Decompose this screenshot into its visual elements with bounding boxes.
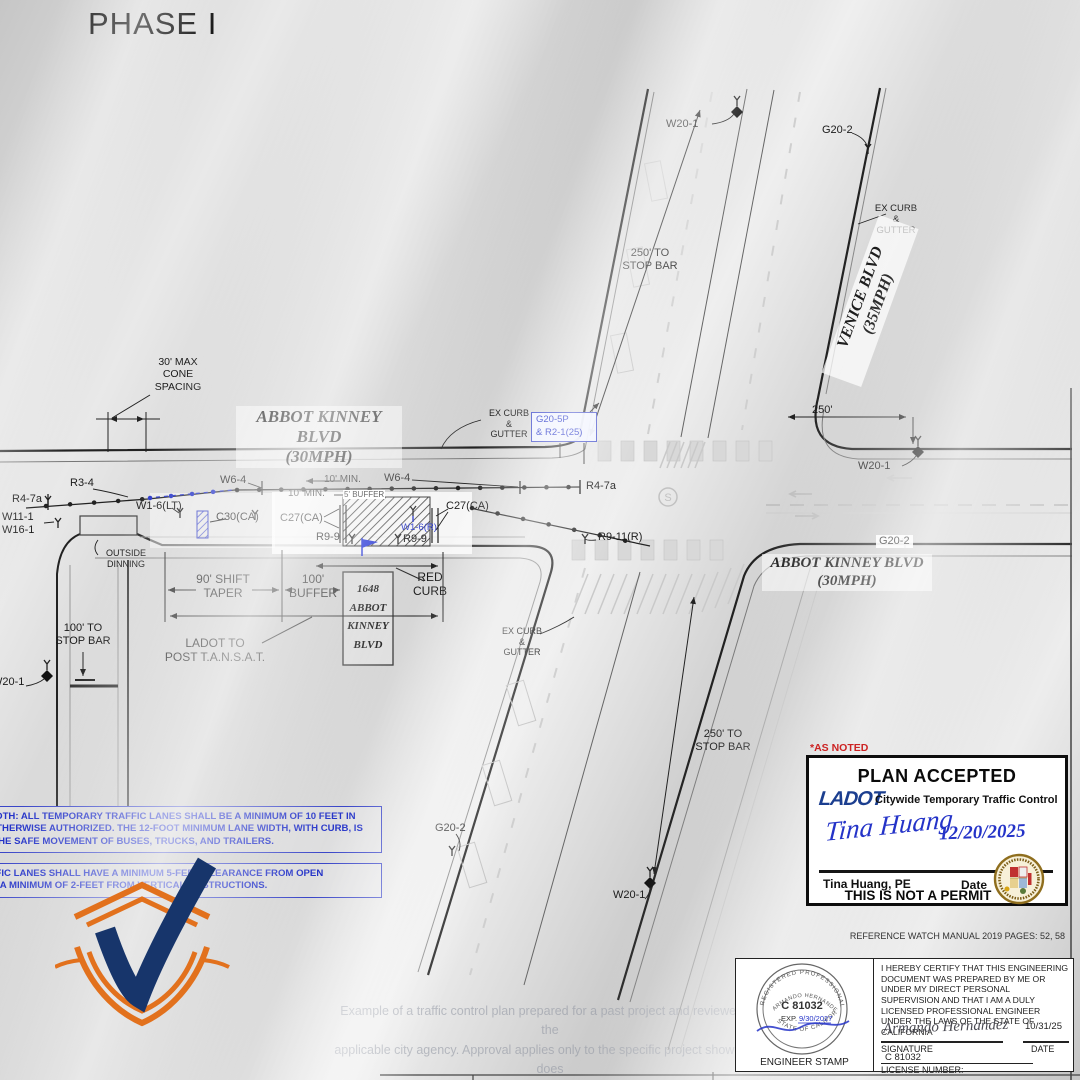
public-ready-logo xyxy=(55,857,230,1027)
pavement-s-marking: S xyxy=(664,492,671,504)
sign-label-c27-ca-right: C27(CA) xyxy=(446,500,489,512)
callout-stop-bar-left: 100' TO STOP BAR xyxy=(55,622,111,647)
signature-line xyxy=(881,1041,1003,1043)
dim-10min-upper: 10' MIN. xyxy=(324,474,361,485)
sign-label-g20-2-top: G20-2 xyxy=(822,124,853,136)
sign-label-w11-1: W11-1 xyxy=(2,511,34,523)
sign-label-g20-5p: G20-5P & R2-1(25) xyxy=(531,412,597,442)
stamp-license-number: C 81032 xyxy=(781,1000,823,1012)
sign-label-w6-4-left: W6-4 xyxy=(220,474,247,486)
not-a-permit-text: THIS IS NOT A PERMIT xyxy=(844,888,992,903)
callout-stop-bar-top: 250' TO STOP BAR xyxy=(622,247,678,272)
plan-accepted-title: PLAN ACCEPTED xyxy=(857,766,1017,786)
callout-ladot-post: LADOT TO POST T.A.N.S.A.T. xyxy=(164,636,266,665)
stamp-exp-date: 9/30/2027 xyxy=(799,1014,832,1023)
callout-red-curb: RED CURB xyxy=(412,570,447,599)
sign-label-w20-1-bottom: W20-1 xyxy=(613,889,646,901)
building-address: 1648 ABBOT KINNEY BLVD xyxy=(347,583,389,652)
dim-shift-taper: 90' SHIFT TAPER xyxy=(196,572,250,601)
sign-label-w1-6-r: W1-6(R) xyxy=(401,522,437,533)
sign-label-w1-6-lt: W1-6(LT) xyxy=(136,500,182,512)
license-label: LICENSE NUMBER: xyxy=(881,1064,964,1075)
sign-label-w16-1: W16-1 xyxy=(2,524,35,536)
license-value: C 81032 xyxy=(885,1052,921,1063)
engineer-stamp-cell: REGISTERED PROFESSIONAL ENGINEER ARMANDO… xyxy=(736,959,874,1071)
sign-label-r9-9-left: R9-9 xyxy=(316,531,340,543)
dim-250-right: 250' xyxy=(812,404,833,416)
city-seal xyxy=(993,853,1045,905)
street-label-abbot-kinney-east: ABBOT KINNEY BLVD (30MPH) xyxy=(762,554,932,592)
sign-label-r9-11-r: R9-11(R) xyxy=(598,531,643,543)
engineer-date-value: 10/31/25 xyxy=(1025,1021,1062,1032)
stamp-subtitle: Citywide Temporary Traffic Control xyxy=(875,794,1058,806)
callout-stop-bar-bottom: 250' TO STOP BAR xyxy=(695,728,751,753)
sign-label-w20-1-top: W20-1 xyxy=(666,118,699,130)
reference-note: REFERENCE WATCH MANUAL 2019 PAGES: 52, 5… xyxy=(849,931,1065,941)
street-label-abbot-kinney-main: ABBOT KINNEY BLVD (30MPH) xyxy=(236,406,402,469)
engineer-cert-cell: I HEREBY CERTIFY THAT THIS ENGINEERING D… xyxy=(875,959,1073,1075)
sign-label-r3-4: R3-4 xyxy=(70,477,94,489)
sign-label-g20-2-bottom: G20-2 xyxy=(435,822,466,834)
engineer-title-block: REGISTERED PROFESSIONAL ENGINEER ARMANDO… xyxy=(735,958,1074,1075)
dim-100-buffer: 100' BUFFER xyxy=(289,572,337,601)
callout-ex-curb-mid: EX CURB & GUTTER xyxy=(488,408,529,440)
as-noted-label: *AS NOTED xyxy=(810,742,869,754)
engineer-stamp-caption: ENGINEER STAMP xyxy=(760,1057,849,1068)
dim-5-buffer: 5' BUFFER xyxy=(343,490,386,500)
sign-label-r4-7a-right: R4-7a xyxy=(586,480,616,492)
sign-label-c27-ca-left: C27(CA) xyxy=(280,512,323,524)
sign-label-w20-1-right: W20-1 xyxy=(858,460,891,472)
engineer-stamp-seal: REGISTERED PROFESSIONAL ENGINEER ARMANDO… xyxy=(737,961,850,1055)
sign-label-w20-1-left: W20-1 xyxy=(0,676,25,688)
general-note-lane-width: ANE WIDTH: ALL TEMPORARY TRAFFIC LANES S… xyxy=(0,806,382,854)
dim-10min-lower: 10' MIN. xyxy=(288,488,325,499)
approval-date-value: 12/20/2025 xyxy=(938,820,1026,845)
sign-label-c30-ca: C30(CA) xyxy=(216,511,259,523)
plan-accepted-stamp: PLAN ACCEPTED LADOT Citywide Temporary T… xyxy=(806,755,1068,906)
sign-label-w6-4-right: W6-4 xyxy=(384,472,411,484)
engineer-date-label: DATE xyxy=(1031,1044,1055,1054)
stamp-exp-label: EXP. xyxy=(781,1014,797,1023)
sign-label-r4-7a-left: R4-7a xyxy=(12,493,42,505)
callout-outside-dining: OUTSIDE DINNING xyxy=(105,548,146,569)
date-line xyxy=(1023,1041,1069,1043)
sign-label-g20-2-right: G20-2 xyxy=(876,535,913,548)
callout-cone-spacing: 30' MAX CONE SPACING xyxy=(154,356,202,393)
callout-ex-curb-bottom: EX CURB & GUTTER xyxy=(501,626,542,658)
phase-title: PHASE I xyxy=(88,6,218,41)
sign-label-r9-9-right: R9-9 xyxy=(403,533,427,545)
